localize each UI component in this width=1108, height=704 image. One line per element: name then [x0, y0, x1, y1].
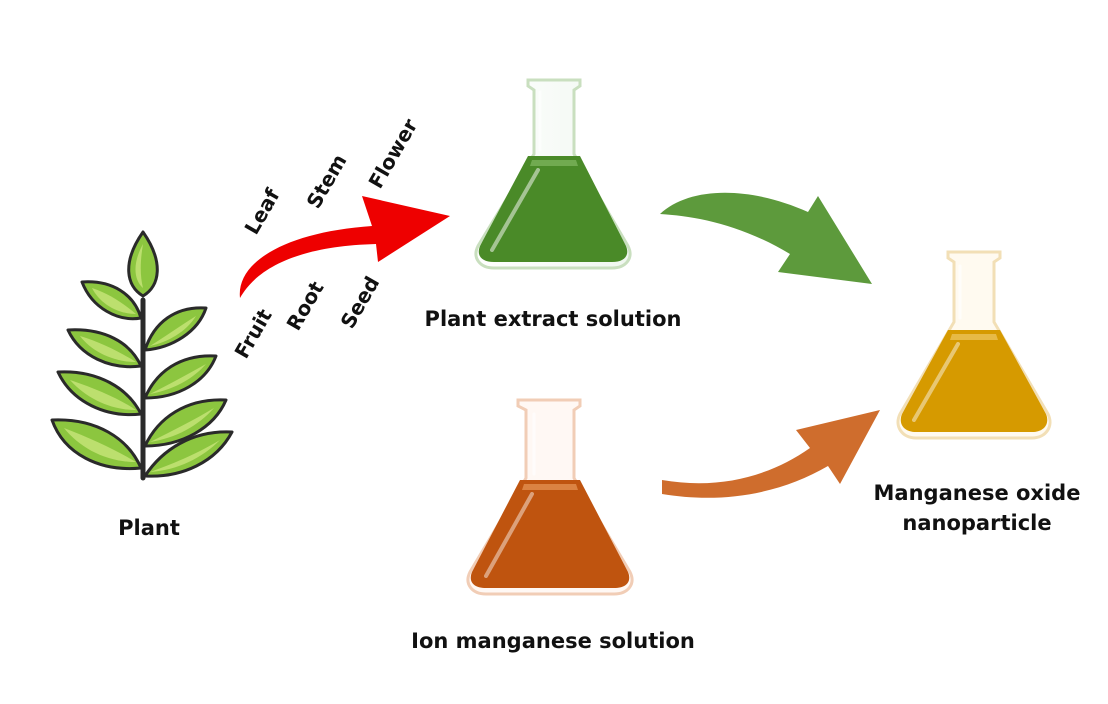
- green-flask-icon: [474, 78, 632, 270]
- part-seed: Seed: [336, 272, 385, 332]
- orange-arrow: [662, 410, 880, 498]
- gold-flask-icon: [896, 250, 1052, 440]
- plant-parts-bottom: Fruit Root Seed: [230, 272, 385, 362]
- leaf-highlights: [64, 244, 220, 472]
- orange-flask-icon: [466, 398, 634, 596]
- part-root: Root: [282, 277, 329, 335]
- red-arrow: [239, 196, 450, 298]
- part-fruit: Fruit: [230, 304, 277, 362]
- product-label-line2: nanoparticle: [902, 511, 1051, 535]
- part-stem: Stem: [302, 150, 352, 213]
- ion-solution-label: Ion manganese solution: [411, 629, 695, 653]
- plant-label: Plant: [118, 516, 180, 540]
- plant-extract-label: Plant extract solution: [425, 307, 682, 331]
- green-arrow: [660, 192, 872, 284]
- part-flower: Flower: [364, 114, 423, 192]
- product-label-line1: Manganese oxide: [874, 481, 1081, 505]
- part-leaf: Leaf: [240, 184, 285, 238]
